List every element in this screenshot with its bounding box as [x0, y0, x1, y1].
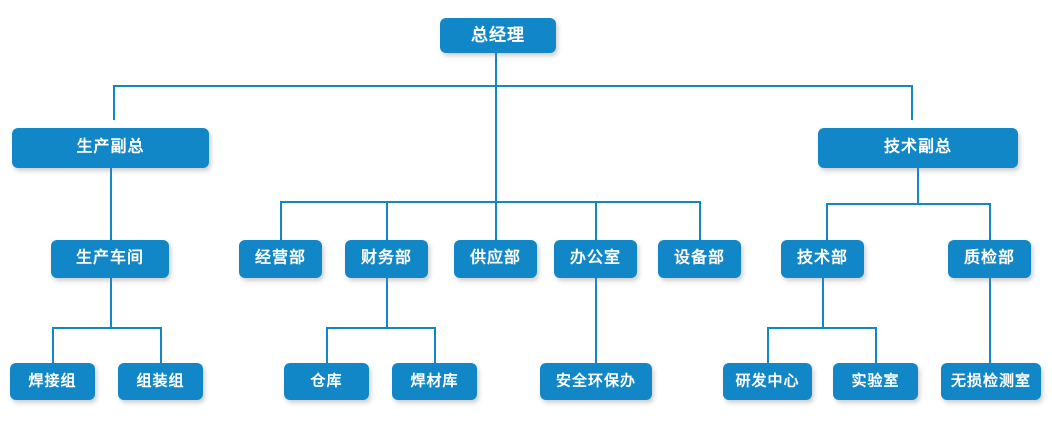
connector-level2-bus: [113, 85, 913, 87]
node-supply-dept[interactable]: 供应部: [454, 240, 537, 278]
connector-bus-to-welding-store: [434, 327, 436, 363]
node-label-technical-dept: 技术部: [796, 249, 848, 267]
node-label-quality-dept: 质检部: [963, 249, 1015, 267]
node-label-supply-dept: 供应部: [469, 249, 521, 267]
connector-bus-to-tech-vp: [911, 85, 913, 120]
node-label-safety-env-office: 安全环保办: [555, 372, 636, 390]
connector-technical-bus: [767, 327, 877, 329]
node-label-finance-dept: 财务部: [360, 249, 412, 267]
connector-bus-to-welding-group: [52, 327, 54, 363]
node-warehouse[interactable]: 仓库: [284, 363, 369, 400]
node-label-office: 办公室: [569, 249, 621, 267]
connector-gm-stem-top: [495, 52, 497, 85]
connector-prod-vp-to-workshop: [110, 168, 112, 240]
node-label-assembly-group: 组装组: [136, 372, 185, 390]
node-label-equipment-dept: 设备部: [673, 249, 725, 267]
node-finance-dept[interactable]: 财务部: [345, 240, 428, 278]
node-label-production-workshop: 生产车间: [75, 249, 144, 267]
node-label-welding-store: 焊材库: [410, 372, 459, 390]
node-office[interactable]: 办公室: [554, 240, 637, 278]
connector-bus-to-laboratory: [875, 327, 877, 363]
connector-tech-vp-bus: [826, 203, 991, 205]
node-laboratory[interactable]: 实验室: [833, 363, 918, 400]
node-label-welding-group: 焊接组: [28, 372, 77, 390]
connector-bus-to-rd-center: [767, 327, 769, 363]
connector-bus-to-supply: [495, 201, 497, 240]
node-label-production-vp: 生产副总: [76, 138, 145, 156]
connector-finance-bus: [326, 327, 436, 329]
node-general-manager[interactable]: 总经理: [440, 18, 556, 53]
node-operations-dept[interactable]: 经营部: [239, 240, 322, 278]
node-label-laboratory: 实验室: [851, 372, 900, 390]
node-technical-dept[interactable]: 技术部: [781, 240, 864, 278]
node-equipment-dept[interactable]: 设备部: [658, 240, 741, 278]
connector-bus-to-assembly-group: [160, 327, 162, 363]
node-ndt-room[interactable]: 无损检测室: [941, 363, 1041, 400]
connector-bus-to-equipment: [699, 201, 701, 240]
connector-bus-to-technical: [826, 203, 828, 240]
node-label-rd-center: 研发中心: [735, 372, 800, 390]
connector-finance-stem: [386, 278, 388, 328]
node-label-operations-dept: 经营部: [254, 249, 306, 267]
connector-workshop-bus: [52, 327, 162, 329]
node-welding-store[interactable]: 焊材库: [392, 363, 477, 400]
node-label-technical-vp: 技术副总: [883, 138, 952, 156]
node-quality-dept[interactable]: 质检部: [948, 240, 1031, 278]
connector-bus-to-quality: [989, 203, 991, 240]
connector-workshop-stem: [110, 278, 112, 328]
connector-quality-to-ndt: [989, 278, 991, 363]
connector-bus-to-office: [595, 201, 597, 240]
node-safety-env-office[interactable]: 安全环保办: [540, 363, 652, 400]
node-label-warehouse: 仓库: [310, 372, 343, 390]
node-rd-center[interactable]: 研发中心: [723, 363, 812, 400]
connector-bus-to-operations: [280, 201, 282, 240]
connector-gm-stem-middle: [495, 85, 497, 201]
connector-tech-vp-stem: [917, 168, 919, 203]
connector-technical-stem: [822, 278, 824, 328]
node-label-general-manager: 总经理: [471, 25, 525, 45]
connector-bus-to-finance: [386, 201, 388, 240]
node-welding-group[interactable]: 焊接组: [10, 363, 95, 400]
connector-bus-to-warehouse: [326, 327, 328, 363]
node-technical-vp[interactable]: 技术副总: [818, 128, 1018, 168]
node-label-ndt-room: 无损检测室: [950, 372, 1031, 390]
node-production-workshop[interactable]: 生产车间: [51, 240, 169, 278]
node-assembly-group[interactable]: 组装组: [118, 363, 203, 400]
node-production-vp[interactable]: 生产副总: [12, 128, 209, 168]
connector-office-to-safety: [595, 278, 597, 363]
connector-middle-bus: [280, 201, 701, 203]
connector-bus-to-prod-vp: [113, 85, 115, 120]
